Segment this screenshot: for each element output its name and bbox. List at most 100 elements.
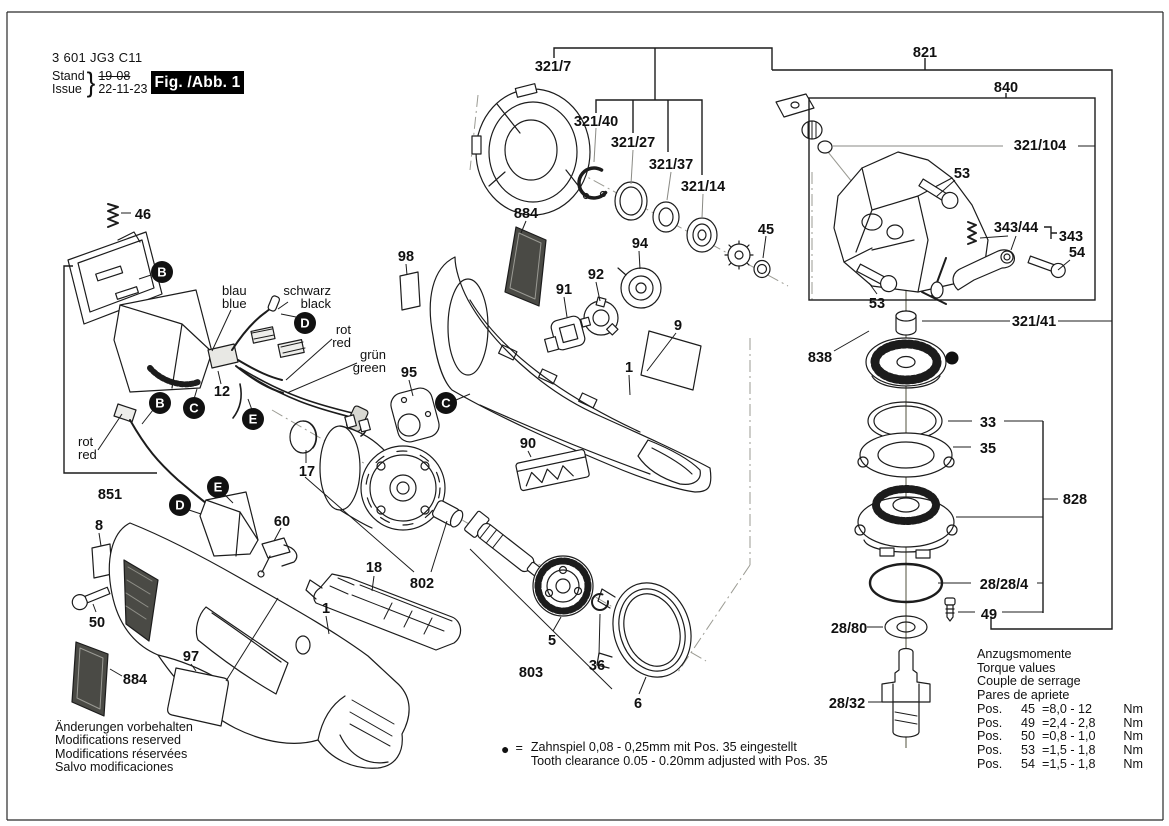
old-date: 19-08: [98, 68, 131, 83]
grip-inlay-bottom-drawing: [71, 641, 109, 717]
part-label-95: 95: [401, 365, 417, 381]
part-label-828: 828: [1063, 492, 1087, 508]
part-label-91: 91: [556, 282, 572, 298]
part-label-49: 49: [981, 607, 997, 623]
svg-text:D: D: [300, 316, 309, 331]
svg-text:B: B: [157, 265, 166, 280]
part-label-97: 97: [183, 649, 199, 665]
svg-text:C: C: [441, 396, 451, 411]
part-label-35: 35: [980, 441, 996, 457]
page-frame: [6, 11, 1164, 821]
part-label-54: 54: [1069, 245, 1085, 261]
equals-sign: =: [515, 741, 523, 755]
part-label-1: 1: [625, 360, 633, 376]
tooth-clearance-dot: [945, 351, 959, 365]
tooth-clearance-line-en: Tooth clearance 0.05 - 0.20mm adjusted w…: [530, 753, 828, 768]
sticker-97-drawing: [167, 667, 229, 727]
motor-drawing: [289, 414, 464, 531]
bullet-dot-icon: ●: [501, 741, 510, 757]
torque-cell-num: 53: [1020, 742, 1035, 757]
part-label-321/37: 321/37: [649, 157, 693, 173]
torque-heading: Torque values: [977, 660, 1056, 675]
svg-text:E: E: [249, 412, 258, 427]
part-label-838: 838: [808, 350, 832, 366]
torque-cell-num: 49: [1020, 715, 1035, 730]
part-label-53: 53: [869, 296, 885, 312]
callout-letter-c-5: C: [435, 392, 457, 414]
torque-cell-eq: =: [1042, 715, 1050, 730]
switch-wiring-drawing: [113, 289, 369, 504]
svg-text:C: C: [189, 401, 199, 416]
part-label-60: 60: [274, 514, 290, 530]
modifications-note-line: Salvo modificaciones: [55, 760, 174, 775]
new-date: 22-11-23: [98, 81, 148, 96]
torque-cell-pos: Pos.: [977, 701, 1003, 716]
svg-text:B: B: [155, 396, 164, 411]
mounting-flange-drawing: [471, 83, 591, 216]
part-label-884: 884: [514, 206, 538, 222]
torque-cell-eq: =: [1042, 756, 1050, 771]
gear-housing-drawing: [775, 93, 1066, 305]
seal-ring-drawing: [614, 181, 648, 221]
torque-cell-pos: Pos.: [977, 742, 1003, 757]
torque-cell-val: 1,5 - 1,8: [1049, 742, 1096, 757]
gear-train-drawing: [464, 510, 692, 678]
torque-cell-pos: Pos.: [977, 756, 1003, 771]
tooth-clearance-line-de: Zahnspiel 0,08 - 0,25mm mit Pos. 35 eing…: [530, 740, 797, 754]
issue-label: Issue: [52, 81, 82, 96]
torque-cell-pos: Pos.: [977, 715, 1003, 730]
torque-cell-pos: Pos.: [977, 729, 1003, 744]
torque-cell-eq: =: [1042, 701, 1050, 716]
part-label-46: 46: [135, 207, 151, 223]
bearing-small-drawing: [652, 201, 680, 233]
callout-letter-d-1: D: [294, 312, 316, 334]
part-label-94: 94: [632, 236, 648, 252]
part-label-802: 802: [410, 576, 434, 592]
part-label-343: 343: [1059, 229, 1083, 245]
group-brackets: [63, 47, 1113, 630]
figure-label-box: Fig. /Abb. 1: [151, 71, 244, 94]
electronics-module-drawing: [199, 491, 298, 578]
modifications-note-line: Modifications réservées: [55, 746, 188, 761]
part-label-33: 33: [980, 415, 996, 431]
part-label-851: 851: [98, 487, 122, 503]
torque-heading: Anzugsmomente: [977, 647, 1072, 661]
grip-inlay-top-drawing: [504, 226, 547, 307]
part-label-321/7: 321/7: [535, 59, 571, 75]
spindle-column-drawing: [854, 310, 958, 738]
part-label-50: 50: [89, 615, 105, 631]
torque-cell-unit: Nm: [1123, 701, 1143, 716]
svg-text:D: D: [175, 498, 184, 513]
tooth-clearance-note: ● = Zahnspiel 0,08 - 0,25mm mit Pos. 35 …: [501, 740, 828, 768]
torque-cell-eq: =: [1042, 729, 1050, 744]
part-label-28/28/4: 28/28/4: [980, 577, 1028, 593]
part-label-5: 5: [548, 633, 556, 649]
part-label-8: 8: [95, 518, 103, 534]
brush-parts-drawing: [390, 267, 662, 492]
brace-glyph: }: [86, 66, 96, 98]
part-label-17: 17: [299, 464, 315, 480]
part-label-28/80: 28/80: [831, 621, 867, 637]
part-label-803: 803: [519, 665, 543, 681]
part-label-98: 98: [398, 249, 414, 265]
callout-letter-e-4: E: [242, 408, 264, 430]
bevel-pinion-drawing: [724, 240, 771, 279]
lower-housing-drawing: [108, 522, 410, 769]
part-label-321/41: 321/41: [1012, 314, 1056, 330]
callout-letter-d-7: D: [169, 494, 191, 516]
part-label-321/14: 321/14: [681, 179, 725, 195]
torque-cell-val: 0,8 - 1,0: [1049, 729, 1096, 744]
stand-label: Stand: [52, 68, 85, 83]
part-label-53: 53: [954, 166, 970, 182]
callout-letter-e-6: E: [207, 476, 229, 498]
